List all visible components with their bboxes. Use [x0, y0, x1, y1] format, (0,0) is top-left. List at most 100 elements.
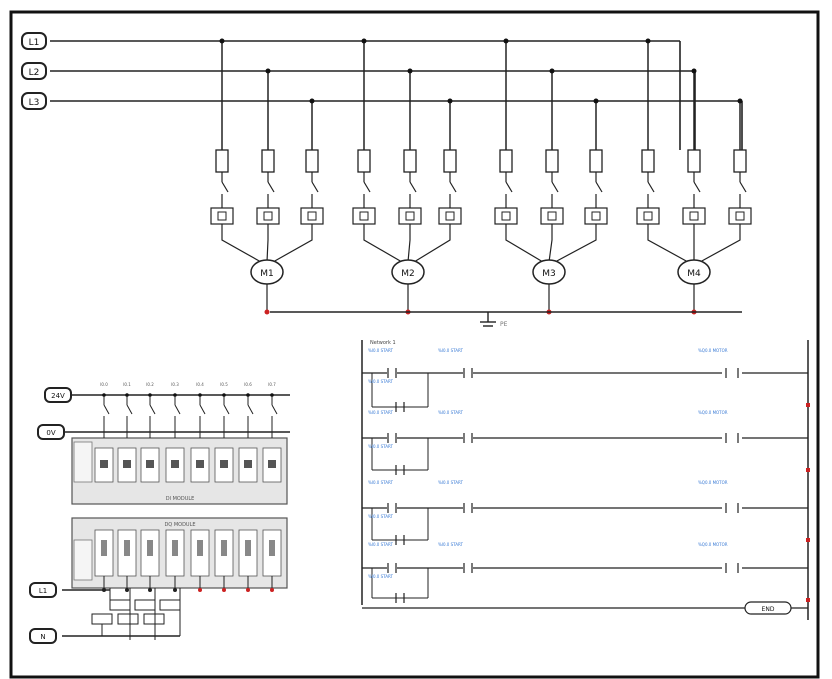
- contact: [551, 181, 559, 193]
- output-node: [125, 588, 129, 592]
- fuse: [305, 149, 319, 173]
- output-node: [173, 588, 177, 592]
- fuse: [357, 149, 371, 173]
- channel-label: I0.2: [146, 382, 154, 387]
- channel-label: I0.1: [123, 382, 131, 387]
- motor-label: M4: [687, 269, 701, 279]
- contact: [505, 181, 513, 193]
- overload-relay: [398, 207, 422, 225]
- rail-marker: [806, 538, 810, 542]
- channel-label: I0.5: [220, 382, 228, 387]
- overload-relay: [210, 207, 234, 225]
- power-bus: [50, 40, 743, 150]
- terminal-label: L1: [29, 38, 40, 48]
- ladder-rung: %I0.0 START%I0.0 START%Q0.0 MOTOR%I0.0 S…: [362, 410, 810, 475]
- output-terminal: [269, 540, 275, 556]
- overload-relay: [682, 207, 706, 225]
- output-terminal: [147, 540, 153, 556]
- input-module-label: DI MODULE: [166, 496, 195, 502]
- input-led: [196, 460, 204, 468]
- overload-relay: [636, 207, 660, 225]
- output-terminal: [197, 540, 203, 556]
- terminal-out-l1-label: L1: [39, 587, 47, 595]
- tag-annotation: %I0.0 START: [438, 348, 464, 353]
- contact: [311, 181, 319, 193]
- contact: [693, 181, 701, 193]
- contact: [409, 181, 417, 193]
- fuse: [545, 149, 559, 173]
- channel-label: I0.3: [171, 382, 179, 387]
- junction-dot: [361, 38, 367, 44]
- fuse: [641, 149, 655, 173]
- tag-annotation: %I0.0 START: [438, 410, 464, 415]
- terminal-l1: L1: [21, 32, 47, 50]
- ladder-rungs: %I0.0 START %I0.0 START %Q0.0 MOTOR %I0.0 S…: [362, 348, 810, 603]
- fuse: [443, 149, 457, 173]
- ground-label: PE: [500, 321, 508, 328]
- tag-annotation: %I0.0 START: [368, 480, 394, 485]
- motor-label: M3: [542, 269, 556, 279]
- ladder-diagram: Network 1 %I0.0 START %I0.0 START %Q0.0 MO…: [361, 340, 810, 620]
- ladder-rung: %I0.0 START%I0.0 START%Q0.0 MOTOR%I0.0 S…: [362, 480, 810, 545]
- output-node: [222, 588, 226, 592]
- input-switch: [247, 404, 254, 415]
- contact: [595, 181, 603, 193]
- output-node: [246, 588, 250, 592]
- overload-relay: [728, 207, 752, 225]
- terminal-out-n: [29, 628, 57, 644]
- overload-relay: [352, 207, 376, 225]
- output-terminal: [172, 540, 178, 556]
- channel-label: I0.4: [196, 382, 204, 387]
- output-terminal: [101, 540, 107, 556]
- tag-annotation: %I0.0 START: [438, 480, 464, 485]
- junction-dot: [593, 98, 599, 104]
- input-switch: [149, 404, 156, 415]
- tag-annotation: %I0.0 START: [368, 379, 394, 384]
- motor-label: M2: [401, 269, 415, 279]
- input-led: [220, 460, 228, 468]
- input-led: [268, 460, 276, 468]
- coil-annotation: %Q0.0 MOTOR: [698, 410, 728, 415]
- fuse: [733, 149, 747, 173]
- plc-channel: I0.0: [94, 382, 114, 592]
- input-led: [100, 460, 108, 468]
- ground-bus: [270, 311, 742, 327]
- drawing-border: [9, 10, 820, 679]
- ladder-rung: %I0.0 START%I0.0 START%Q0.0 MOTOR%I0.0 S…: [362, 542, 810, 603]
- ladder-title: Network 1: [370, 340, 396, 346]
- output-node: [270, 588, 274, 592]
- terminal-out-l1: [29, 582, 57, 598]
- end-coil: END: [362, 601, 808, 615]
- junction-dot: [407, 68, 413, 74]
- input-led: [171, 460, 179, 468]
- plc-channel: I0.2: [140, 382, 160, 592]
- channel-label: I0.0: [100, 382, 108, 387]
- motor-branch: M4: [636, 38, 752, 315]
- tag-annotation: %I0.0 START: [438, 542, 464, 547]
- input-led: [146, 460, 154, 468]
- output-node: [148, 588, 152, 592]
- motor-branch: M2: [352, 38, 462, 315]
- plc-channel: I0.4: [190, 382, 210, 592]
- terminal-24v: [44, 387, 72, 403]
- fuse: [403, 149, 417, 173]
- terminal-l3: L3: [21, 92, 47, 110]
- input-led: [244, 460, 252, 468]
- output-terminal: [245, 540, 251, 556]
- overload-relay: [584, 207, 608, 225]
- junction-dot: [309, 98, 315, 104]
- junction-dot: [503, 38, 509, 44]
- fuse: [215, 149, 229, 173]
- contact: [739, 181, 747, 193]
- contact: [647, 181, 655, 193]
- plc-channel: I0.6: [238, 382, 258, 592]
- plc-channel: I0.7: [262, 382, 282, 592]
- input-switch: [199, 404, 206, 415]
- plc-channel: I0.5: [214, 382, 234, 592]
- plc-channel: I0.1: [117, 382, 137, 592]
- fuse: [589, 149, 603, 173]
- terminal-0v-label: 0V: [46, 429, 55, 437]
- tag-annotation: %I0.0 START: [368, 348, 394, 353]
